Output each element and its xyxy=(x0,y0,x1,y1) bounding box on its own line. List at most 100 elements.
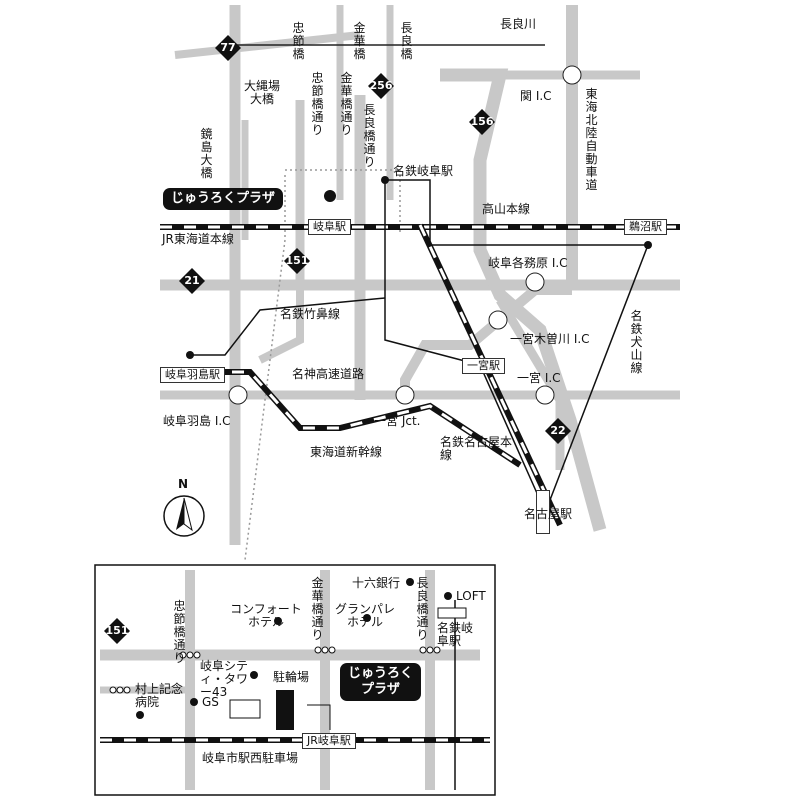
inset-meitetsu-platform xyxy=(437,607,467,619)
unuma-station-box: 鵜沼駅 xyxy=(624,219,667,235)
meitetsu-nagoya-thin xyxy=(479,364,541,501)
gifu-city-tower-label: 岐阜シティ・タワー43 xyxy=(200,659,249,699)
route-21-label: 21 xyxy=(184,274,200,287)
nagoya-station-box xyxy=(536,490,550,534)
route-256-shield-icon: 256 xyxy=(367,72,395,100)
murakami-hospital-label: 村上記念病院 xyxy=(135,682,184,709)
meitetsu-nagoya-label: 名鉄名古屋本線 xyxy=(440,435,513,462)
gifu-hashima-station-box: 岐阜羽島駅 xyxy=(160,367,225,383)
inset-kinka-dori-label: 金華橋通り xyxy=(311,576,324,642)
inset-route-151-shield-icon: 151 xyxy=(103,617,131,645)
interchanges xyxy=(228,65,582,405)
bicycle-parking-label: 駐輪場 xyxy=(273,670,310,684)
nagara-river-label: 長良川 xyxy=(500,17,537,31)
route-22-shield-icon: 22 xyxy=(544,417,572,445)
station-dots xyxy=(186,176,652,359)
takayama-line-label: 高山本線 xyxy=(482,202,531,216)
ichinomiya-kisogawa-ic-label: 一宮木曽川 I.C xyxy=(510,332,590,346)
inset-area-outline xyxy=(285,169,401,235)
roads xyxy=(160,5,680,545)
route-151-label: 151 xyxy=(285,254,309,267)
meitetsu-inuyama-line xyxy=(549,244,649,501)
meitetsu-gifu-dot xyxy=(381,176,389,184)
meitetsu-inuyama-label: 名鉄犬山線 xyxy=(630,309,643,375)
loft-label: LOFT xyxy=(456,589,486,603)
ic-gifu-kakamigahara xyxy=(525,272,545,292)
ichinomiya-ic-label: 一宮 I.C xyxy=(517,371,561,385)
shinkansen-label: 東海道新幹線 xyxy=(310,445,383,459)
unuma-dot xyxy=(644,241,652,249)
meishin-label: 名神高速道路 xyxy=(292,367,365,381)
road-route-156 xyxy=(440,68,607,532)
west-parking-label: 岐阜市駅西駐車場 xyxy=(202,751,299,765)
inset-roads xyxy=(100,570,480,790)
meitetsu-gifu-to-ichinomiya xyxy=(384,180,481,366)
chusetsu-bridge-label: 忠節橋 xyxy=(292,21,305,61)
meitetsu-gifu-station-label: 名鉄岐阜駅 xyxy=(393,164,454,178)
north-arrow-icon: N xyxy=(160,478,208,538)
kinka-bridge-label: 金華橋 xyxy=(353,21,366,61)
nagara-bridge-label: 長良橋 xyxy=(400,21,413,61)
juroku-plaza-dot xyxy=(324,190,336,202)
inset-juroku-plaza-callout: じゅうろく プラザ xyxy=(340,663,422,701)
gifu-kakamigahara-ic-label: 岐阜各務原 I.C xyxy=(488,256,568,270)
takehana-end-dot xyxy=(186,351,194,359)
route-22-label: 22 xyxy=(550,424,566,437)
chusetsu-dori-label: 忠節橋通り xyxy=(311,71,324,137)
road-tokai-hokuriku-south xyxy=(400,285,572,395)
inset-meitetsu-gifu-label: 名鉄岐阜駅 xyxy=(437,621,474,648)
seki-ic-label: 関 I.C xyxy=(520,89,552,103)
meitetsu-nagoya-line xyxy=(417,223,563,527)
inset-juroku-plaza-building xyxy=(276,690,294,730)
ic-seki xyxy=(562,65,582,85)
route-151-shield-icon: 151 xyxy=(283,247,311,275)
shinkansen-line xyxy=(160,369,522,468)
takayama-connector xyxy=(385,179,648,246)
juroku-bank-label: 十六銀行 xyxy=(352,576,401,590)
juroku-plaza-callout: じゅうろくプラザ xyxy=(163,188,284,210)
ichinomiya-station-box: 一宮駅 xyxy=(462,358,505,374)
kinka-dori-label: 金華橋通り xyxy=(340,71,353,137)
north-label: N xyxy=(178,477,189,491)
inset-chusetsu-dori-label: 忠節橋通り xyxy=(173,599,186,665)
inset-route-151-label: 151 xyxy=(105,624,129,637)
road-route-22 xyxy=(496,297,564,403)
ichinomiya-jct-label: 一宮 Jct. xyxy=(374,414,421,428)
nagara-dori-label: 長良橋通り xyxy=(363,103,376,169)
meitetsu-takehana-line xyxy=(190,297,386,356)
inset-nagara-dori-label: 長良橋通り xyxy=(416,576,429,642)
jr-tokaido-label: JR東海道本線 xyxy=(162,232,234,246)
inset-callout-line1: じゅうろく xyxy=(348,666,414,681)
inset-connector xyxy=(244,175,286,561)
road-route-151 xyxy=(258,290,304,364)
granpale-hotel-label: グランパレホテル xyxy=(334,602,395,629)
route-156-label: 156 xyxy=(470,115,494,128)
route-77-label: 77 xyxy=(220,41,236,54)
gifu-hashima-ic-label: 岐阜羽島 I.C xyxy=(163,414,231,428)
comfort-hotel-label: コンフォートホテル xyxy=(230,602,302,629)
meitetsu-takehana-label: 名鉄竹鼻線 xyxy=(280,307,341,321)
inset-callout-line2: プラザ xyxy=(361,682,401,697)
thin-rail-lines xyxy=(190,179,649,501)
jr-gifu-station-box: JR岐阜駅 xyxy=(302,733,356,749)
route-156-shield-icon: 156 xyxy=(468,108,496,136)
ic-ichinomiya-jct xyxy=(395,385,415,405)
route-21-shield-icon: 21 xyxy=(178,267,206,295)
tokai-hokuriku-label: 東海北陸自動車道 xyxy=(585,87,598,192)
gs-label: GS xyxy=(202,695,219,709)
ic-ichinomiya xyxy=(535,385,555,405)
ic-gifu-hashima xyxy=(228,385,248,405)
inset-parking xyxy=(229,699,261,719)
nagoya-station-label: 名古屋駅 xyxy=(524,507,573,521)
inset-bubbles xyxy=(109,646,441,694)
onawaba-bridge-label: 大縄場大橋 xyxy=(243,79,280,106)
kagamishima-bridge-label: 鏡島大橋 xyxy=(200,127,213,180)
inset-dots xyxy=(136,578,452,719)
inset-station-frame xyxy=(307,704,331,730)
gifu-station-box: 岐阜駅 xyxy=(308,219,351,235)
route-77-shield-icon: 77 xyxy=(214,34,242,62)
ic-ichinomiya-kisogawa xyxy=(488,310,508,330)
route-256-label: 256 xyxy=(369,79,393,92)
